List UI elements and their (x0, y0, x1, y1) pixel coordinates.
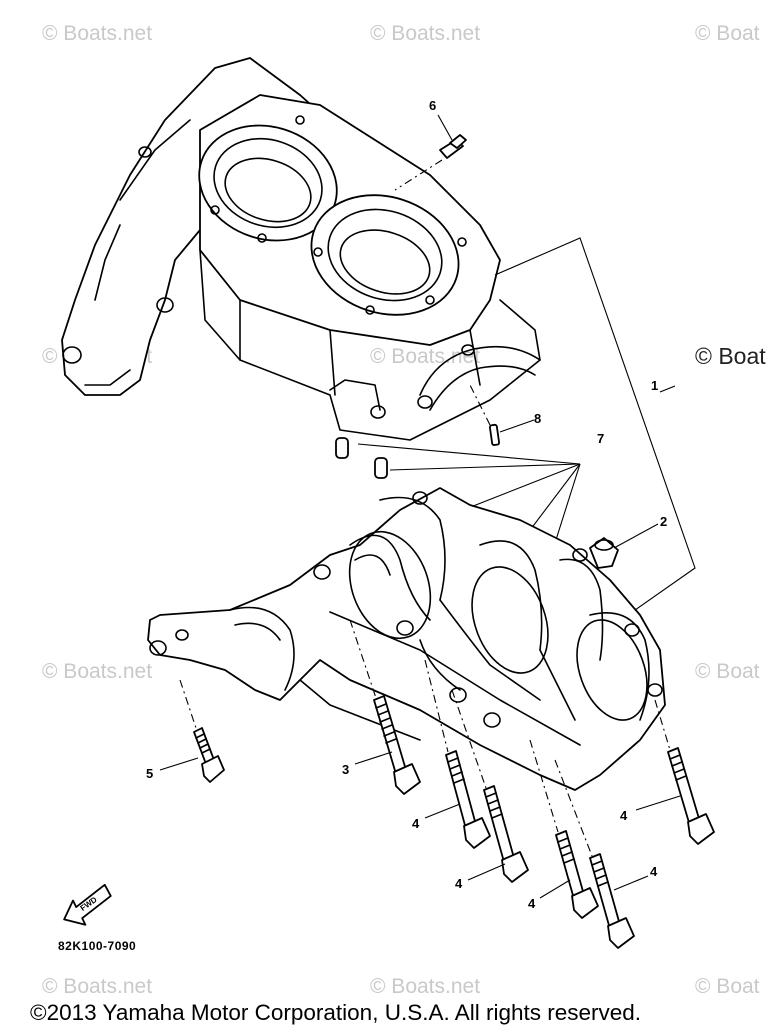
watermark: © Boats.net (42, 975, 153, 998)
callout-4: 4 (455, 876, 463, 891)
part-4-bolt (529, 739, 599, 919)
lower-crankcase (147, 487, 666, 791)
upper-crankcase (61, 57, 541, 441)
callout-6: 6 (429, 98, 436, 113)
cylinder-bore (198, 124, 338, 242)
fwd-arrow-icon: FWD (63, 883, 112, 926)
watermark: © Boat (695, 22, 760, 45)
callout-5: 5 (146, 766, 153, 781)
watermark: © Boats.net (42, 22, 153, 45)
watermark: © Boat (695, 975, 760, 998)
copyright-notice: ©2013 Yamaha Motor Corporation, U.S.A. A… (30, 1000, 642, 1025)
part-4-bolt (635, 699, 715, 845)
callout-7: 7 (597, 431, 604, 446)
watermark: © Boats.net (370, 22, 481, 45)
callout-4: 4 (620, 808, 628, 823)
part-4-bolt (451, 689, 529, 883)
part-1-bracket (494, 237, 696, 611)
callout-2: 2 (660, 514, 667, 529)
part-5-bolt (159, 679, 225, 783)
callout-8: 8 (534, 411, 541, 426)
part-2-plug (589, 523, 659, 569)
part-4-bolt (424, 659, 491, 849)
watermark: © Boats.net (370, 345, 481, 368)
callout-4-right: 4 (650, 864, 658, 879)
diagram-code: 82K100-7090 (58, 939, 136, 953)
callout-1: 1 (651, 378, 658, 393)
watermark: © Boats.net (370, 975, 481, 998)
part-4-bolt (554, 759, 649, 949)
callout-4: 4 (412, 816, 420, 831)
watermark: © Boat (695, 343, 766, 369)
watermark: © Boat (695, 660, 760, 683)
callout-4: 4 (528, 896, 536, 911)
part-8-pin (469, 384, 535, 446)
watermark: © Boats.net (42, 660, 153, 683)
callout-3: 3 (342, 762, 349, 777)
part-3-bolt (349, 619, 421, 795)
cylinder-bore (310, 194, 460, 316)
part-6-fitting (394, 114, 467, 191)
